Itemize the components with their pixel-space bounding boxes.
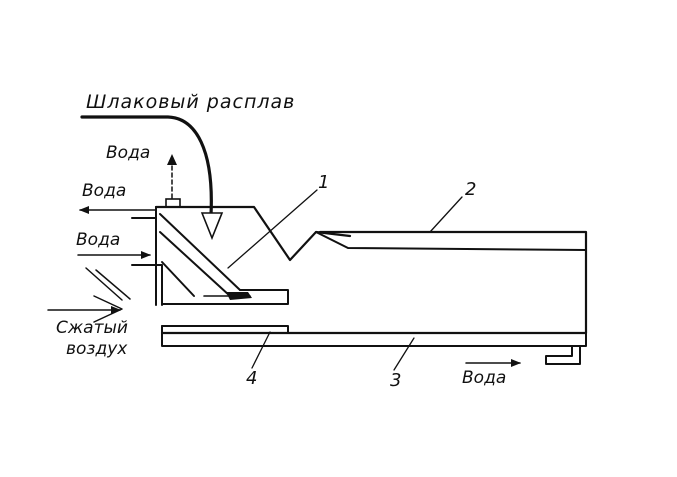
slag-melt-label: Шлаковый расплав (86, 91, 295, 113)
callout-1-leader (227, 189, 318, 269)
chute-lower-plate (161, 261, 195, 297)
slag-melt-arrowhead (200, 212, 224, 241)
water-channel-3 (161, 325, 587, 347)
callout-4-number: 4 (246, 368, 257, 389)
chamber-inner-top (315, 231, 587, 251)
water-up-arrowhead (167, 154, 177, 165)
callout-2-number: 2 (465, 179, 476, 200)
slag-melt-stream (80, 115, 213, 217)
jacket-lower-ledge (131, 264, 163, 306)
compressed-air-chevron (93, 295, 123, 323)
callout-3-number: 3 (390, 370, 401, 391)
water-outlet-top-label: Вода (106, 143, 150, 163)
air-nozzle-lower-line (95, 269, 131, 300)
water-bottom-label: Вода (462, 368, 506, 388)
water-outlet-nozzle (165, 198, 181, 208)
callout-3-leader (393, 337, 415, 371)
air-nozzle-upper-line (85, 267, 123, 301)
water-inlet-left-label: Вода (76, 230, 120, 250)
callout-4-leader (251, 331, 271, 369)
chute-nozzle-slot (226, 292, 252, 300)
air-channel-plate-4 (161, 325, 289, 334)
water-outlet-bottom-pipe (545, 345, 581, 365)
water-outlet-left-label: Вода (82, 181, 126, 201)
callout-2-leader (429, 196, 463, 233)
callout-1-number: 1 (318, 172, 329, 193)
chute-mid-plate (159, 231, 231, 297)
inlet-top-surface (154, 205, 352, 262)
chute-base (161, 289, 289, 305)
compressed-air-label-line2: воздух (66, 339, 128, 359)
compressed-air-label-line1: Сжатый (56, 318, 128, 338)
chamber-top-wall (318, 230, 588, 335)
chute-upper-plate (159, 213, 241, 291)
